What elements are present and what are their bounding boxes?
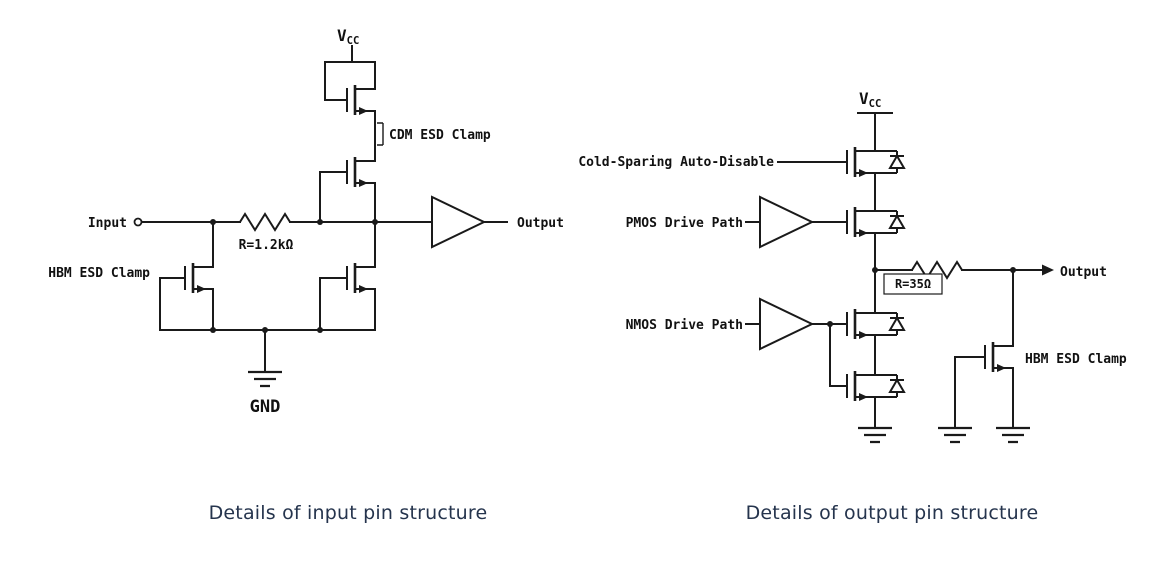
- cdm-label-bracket: [377, 122, 384, 146]
- body-diode: [874, 150, 905, 174]
- left-caption: Details of input pin structure: [209, 502, 488, 524]
- hbm-clamp-transistor-right: [983, 340, 1015, 374]
- input-terminal: [133, 217, 143, 227]
- cold-sparing-transistor: [845, 145, 877, 179]
- vcc-label-left: VCC: [337, 26, 359, 47]
- ground-symbol: [936, 426, 974, 444]
- input-buffer-gate: [431, 196, 485, 248]
- right-circuit: R=35Ω VCC Cold-Sparing Auto-Disable PMOS…: [578, 89, 1127, 524]
- wire: [319, 171, 348, 223]
- cdm-clamp-lower-transistor: [345, 155, 377, 189]
- nmos-lower-transistor: [845, 369, 877, 403]
- hbm-esd-clamp-label-left: HBM ESD Clamp: [48, 266, 150, 281]
- ground-symbol: [246, 370, 284, 388]
- output-resistor-label: R=35Ω: [895, 277, 931, 291]
- gnd-clamp-transistor: [345, 261, 377, 295]
- junction-dot: [317, 327, 323, 333]
- resistor-label-box: [883, 273, 943, 295]
- output-label-left: Output: [517, 216, 564, 231]
- wire: [324, 45, 376, 101]
- wire: [954, 269, 1014, 429]
- vcc-main-left: V: [337, 26, 347, 45]
- hbm-clamp-transistor: [183, 261, 215, 295]
- nmos-drive-path-label: NMOS Drive Path: [626, 318, 743, 333]
- junction-dot: [872, 267, 878, 273]
- junction-dot: [1010, 267, 1016, 273]
- pmos-drive-path-label: PMOS Drive Path: [626, 216, 743, 231]
- body-diode: [874, 374, 905, 398]
- wire: [857, 112, 893, 152]
- vcc-main-right: V: [859, 89, 869, 108]
- right-circuit-wires: [745, 112, 1043, 429]
- left-circuit-wires: [140, 45, 508, 373]
- junction-dot: [372, 219, 378, 225]
- output-label-right: Output: [1060, 265, 1107, 280]
- wire: [159, 221, 214, 331]
- vcc-label-right: VCC: [859, 89, 881, 110]
- junction-dot: [210, 327, 216, 333]
- output-arrow: [1042, 264, 1054, 276]
- nmos-drive-buffer-gate: [759, 298, 813, 350]
- body-diode: [874, 312, 905, 336]
- junction-dot: [262, 327, 268, 333]
- cdm-esd-clamp-label: CDM ESD Clamp: [389, 128, 491, 143]
- junction-dot: [317, 219, 323, 225]
- input-label: Input: [88, 216, 127, 231]
- ground-symbol: [856, 426, 894, 444]
- right-caption: Details of output pin structure: [746, 502, 1039, 524]
- pmos-drive-buffer-gate: [759, 196, 813, 248]
- body-diode: [874, 210, 905, 234]
- ground-symbol: [994, 426, 1032, 444]
- vcc-sub-right: CC: [869, 98, 882, 110]
- nmos-drive-transistor: [845, 307, 877, 341]
- cold-sparing-label: Cold-Sparing Auto-Disable: [578, 155, 774, 170]
- vcc-sub-left: CC: [347, 35, 360, 47]
- junction-dot: [210, 219, 216, 225]
- hbm-esd-clamp-label-right: HBM ESD Clamp: [1025, 352, 1127, 367]
- series-resistor: [239, 213, 291, 231]
- junction-dot: [827, 321, 833, 327]
- wire: [319, 221, 376, 331]
- pmos-drive-transistor: [845, 205, 877, 239]
- gnd-label: GND: [250, 397, 281, 417]
- cdm-clamp-upper-transistor: [345, 83, 377, 117]
- left-circuit: VCC Input R=1.2kΩ CDM ESD Clamp HBM ESD …: [48, 26, 564, 524]
- resistor-value-label: R=1.2kΩ: [239, 238, 294, 253]
